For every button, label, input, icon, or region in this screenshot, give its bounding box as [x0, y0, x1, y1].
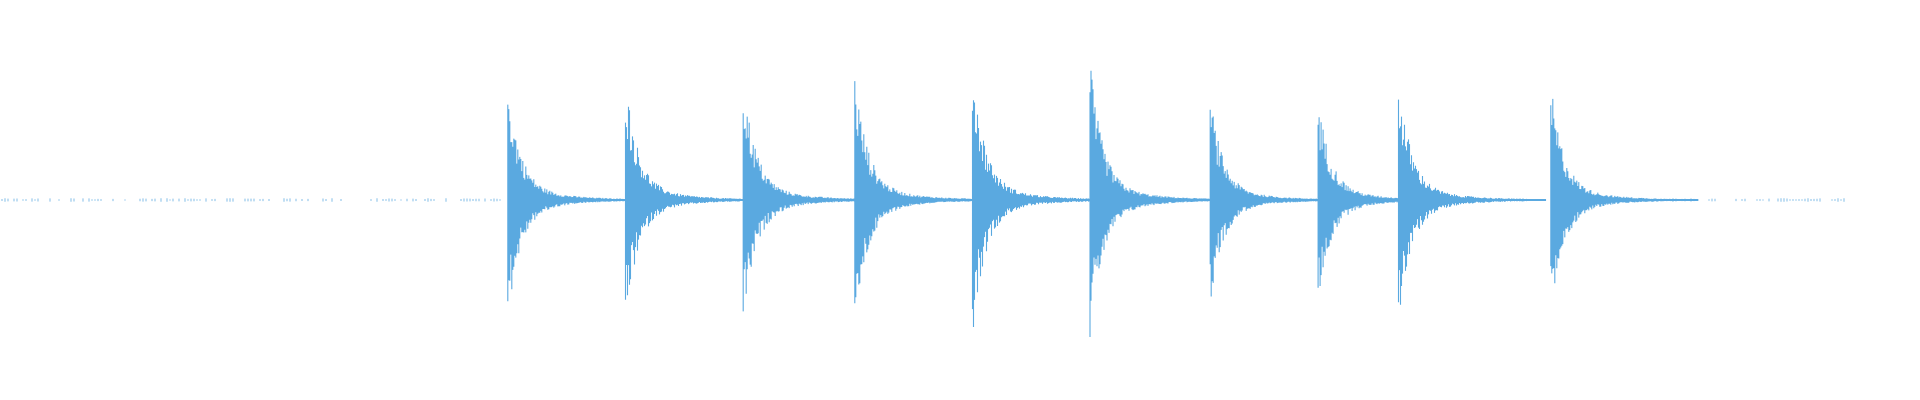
transient-10: [1550, 98, 1699, 284]
transient-9: [1397, 99, 1547, 305]
waveform-transients: [507, 70, 1699, 337]
